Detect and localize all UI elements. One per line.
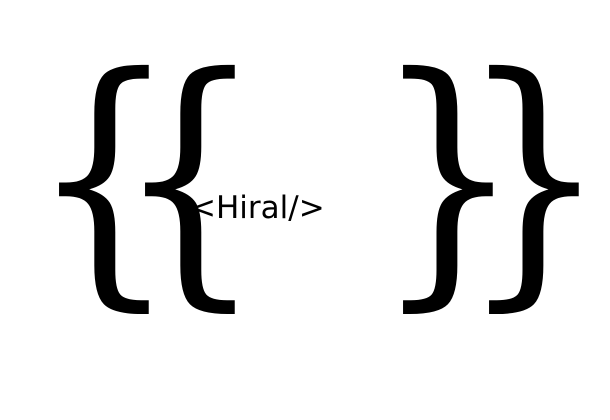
open-brace-outer: { — [30, 19, 178, 334]
close-brace-outer: } — [460, 19, 608, 334]
close-brace-inner: } — [374, 19, 522, 334]
logo-text: <Hiral/> — [190, 190, 325, 226]
open-brace-inner: { — [116, 19, 264, 334]
